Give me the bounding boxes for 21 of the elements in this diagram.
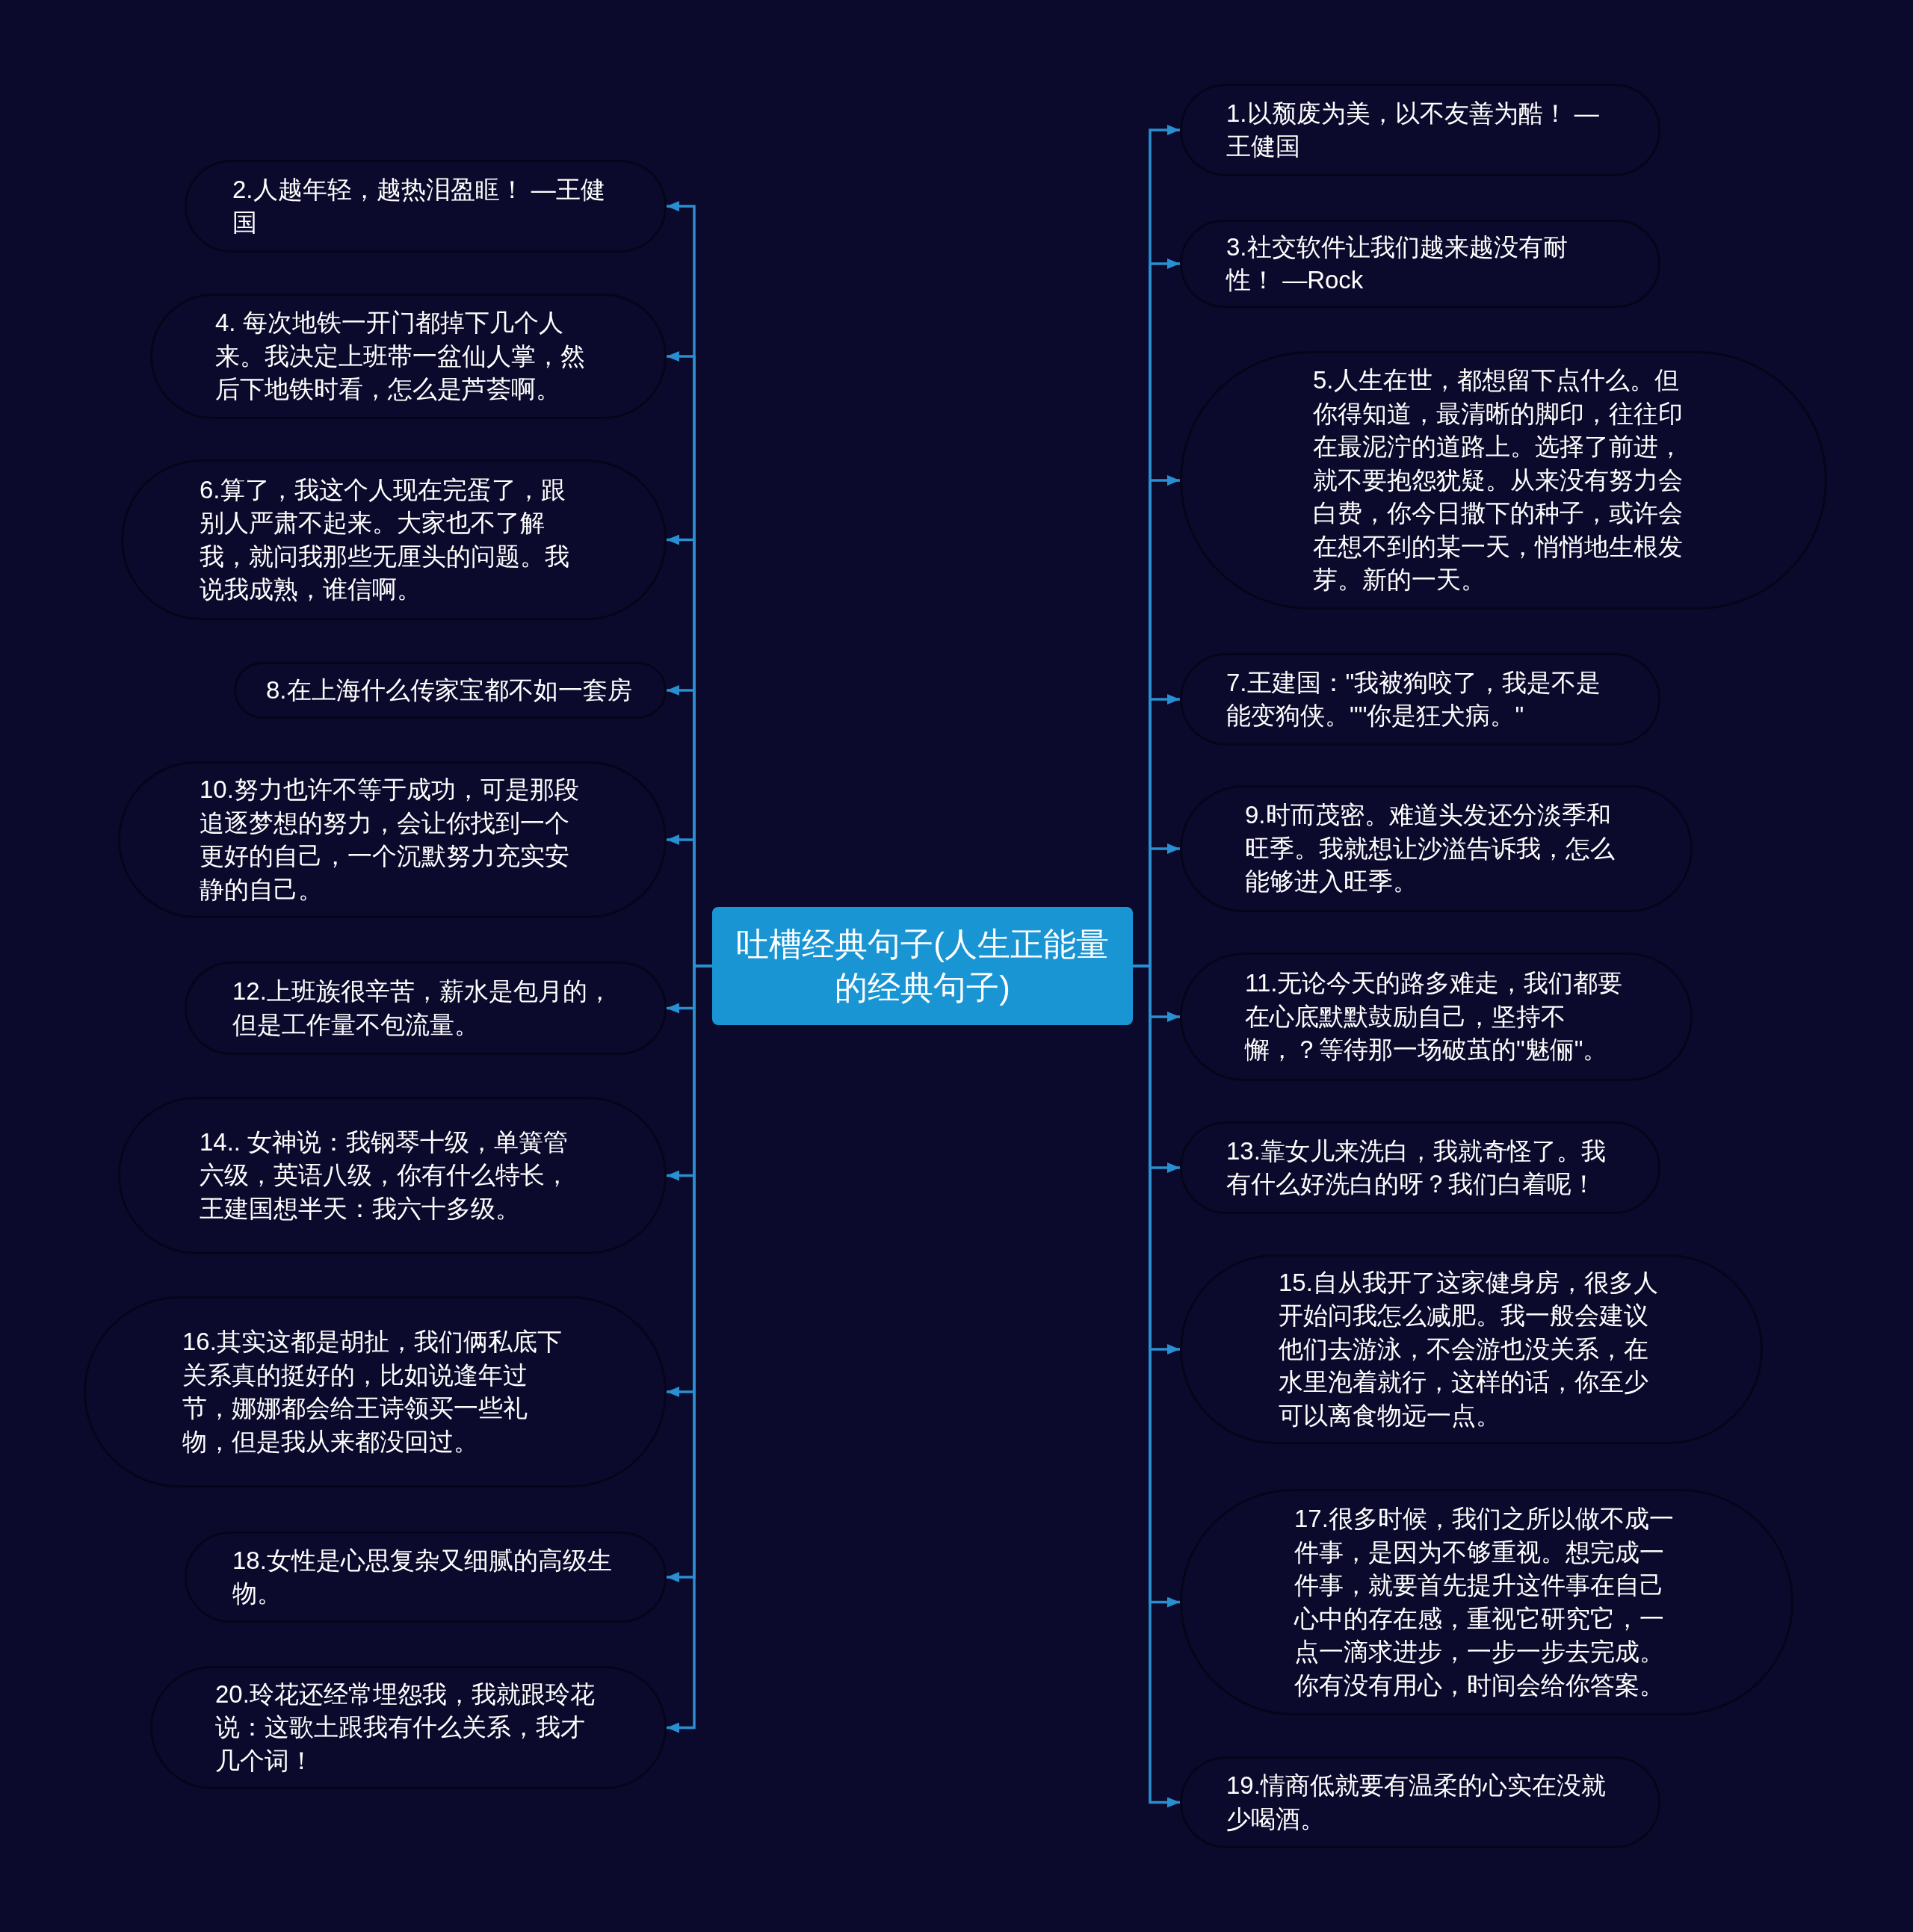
rounded-box: 6.算了，我这个人现在完蛋了，跟别人严肃不起来。大家也不了解我，就问我那些无厘头的问题。我说我成熟，谁信啊。 xyxy=(121,459,667,620)
rounded-box: 20.玲花还经常埋怨我，我就跟玲花说：这歌土跟我有什么关系，我才几个词！ xyxy=(150,1666,667,1789)
rounded-box: 9.时而茂密。难道头发还分淡季和旺季。我就想让沙溢告诉我，怎么能够进入旺季。 xyxy=(1180,785,1693,912)
rounded-box: 1.以颓废为美，以不友善为酷！ —王健国 xyxy=(1180,84,1660,176)
rounded-box: 17.很多时候，我们之所以做不成一件事，是因为不够重视。想完成一件事，就要首先提升这件事在自己心中的存在感，重视它研究它，一点一滴求进步，一步一步去完成。你有没有用心，时间会给你答案。 xyxy=(1180,1489,1793,1715)
rounded-box: 8.在上海什么传家宝都不如一套房 xyxy=(234,662,667,719)
rounded-box: 16.其实这都是胡扯，我们俩私底下关系真的挺好的，比如说逢年过节，娜娜都会给王诗领买一些礼物，但是我从来都没回过。 xyxy=(84,1296,667,1487)
rounded-box: 4. 每次地铁一开门都掉下几个人来。我决定上班带一盆仙人掌，然后下地铁时看，怎么是芦荟啊。 xyxy=(150,294,667,419)
topic-box: 吐槽经典句子(人生正能量的经典句子) xyxy=(712,907,1133,1025)
rounded-box: 2.人越年轻，越热泪盈眶！ —王健国 xyxy=(185,160,667,253)
rounded-box: 5.人生在世，都想留下点什么。但你得知道，最清晰的脚印，往往印在最泥泞的道路上。选择了前进，就不要抱怨犹疑。从来没有努力会白费，你今日撒下的种子，或许会在想不到的某一天，悄悄地生根发芽。新的一天。 xyxy=(1180,351,1827,610)
rounded-box: 11.无论今天的路多难走，我们都要在心底默默鼓励自己，坚持不懈，？等待那一场破茧的"魅俪"。 xyxy=(1180,953,1693,1081)
rounded-box: 7.王建国："我被狗咬了，我是不是能变狗侠。""你是狂犬病。" xyxy=(1180,653,1660,746)
rounded-box: 12.上班族很辛苦，薪水是包月的，但是工作量不包流量。 xyxy=(185,962,667,1055)
rounded-box: 14.. 女神说：我钢琴十级，单簧管六级，英语八级，你有什么特长，王建国想半天：我六十多级。 xyxy=(118,1097,667,1254)
rounded-box: 13.靠女儿来洗白，我就奇怪了。我有什么好洗白的呀？我们白着呢！ xyxy=(1180,1121,1660,1214)
rounded-box: 15.自从我开了这家健身房，很多人开始问我怎么减肥。我一般会建议他们去游泳，不会游也没关系，在水里泡着就行，这样的话，你至少可以离食物远一点。 xyxy=(1180,1254,1763,1444)
rounded-box: 19.情商低就要有温柔的心实在没就少喝酒。 xyxy=(1180,1756,1660,1848)
rounded-box: 18.女性是心思复杂又细腻的高级生物。 xyxy=(185,1532,667,1623)
rounded-box: 3.社交软件让我们越来越没有耐性！ —Rock xyxy=(1180,220,1660,308)
rounded-box: 10.努力也许不等于成功，可是那段追逐梦想的努力，会让你找到一个更好的自己，一个沉默努力充实安静的自己。 xyxy=(118,761,667,918)
